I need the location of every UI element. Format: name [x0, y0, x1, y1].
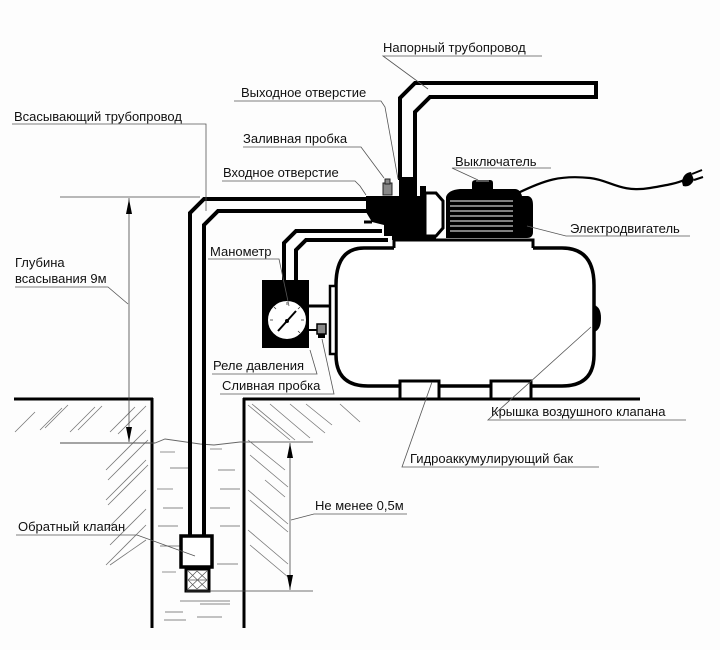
plug-body-icon — [682, 172, 694, 187]
label-suction-depth-line1: Глубина — [15, 255, 65, 270]
motor-cooling-fins — [450, 200, 513, 232]
label-check-valve: Обратный клапан — [18, 519, 125, 534]
strainer-mesh — [187, 570, 208, 590]
leader-pressure-pipe — [381, 55, 542, 90]
arrow-up-icon — [287, 443, 293, 458]
leader-air-valve — [486, 326, 686, 421]
manometer — [266, 299, 308, 341]
tank-side-flange — [328, 284, 338, 356]
drain-plug-body — [316, 323, 327, 335]
label-drain-plug: Сливная пробка — [222, 378, 321, 393]
label-pressure-relay: Реле давления — [213, 358, 304, 373]
leader-lines — [12, 55, 690, 557]
water-in-well — [60, 438, 313, 621]
plug-pin-icon — [693, 176, 704, 181]
water-surface-line — [60, 438, 313, 446]
arrow-down-icon — [126, 427, 132, 442]
leader-suction-pipe — [12, 123, 207, 211]
label-switch: Выключатель — [455, 154, 537, 169]
suction-pipe — [188, 197, 372, 535]
leader-drain-plug — [220, 338, 335, 395]
tank-body — [334, 246, 596, 388]
label-min-depth: Не менее 0,5м — [315, 498, 404, 513]
leader-outlet — [234, 100, 399, 180]
power-switch — [472, 180, 493, 190]
manometer-pipe-inner — [294, 238, 388, 282]
label-air-valve-cover: Крышка воздушного клапана — [491, 404, 666, 419]
plug-pin-icon — [691, 169, 703, 175]
min-depth-dimension — [186, 443, 313, 592]
leader-switch — [451, 167, 551, 181]
air-valve-cover — [594, 305, 601, 332]
leader-motor — [526, 225, 690, 237]
filler-plug — [382, 182, 393, 196]
leader-inlet — [222, 180, 367, 196]
labels: Напорный трубопровод Выходное отверстие … — [14, 40, 680, 534]
leader-filler-plug — [243, 146, 385, 179]
power-cord-wire — [517, 176, 685, 194]
leader-suction-depth — [15, 286, 129, 305]
label-suction-pipe: Всасывающий трубопровод — [14, 109, 182, 124]
label-outlet: Выходное отверстие — [241, 85, 366, 100]
arrow-down-icon — [287, 575, 293, 590]
label-manometer: Манометр — [210, 244, 272, 259]
soil-hatching-right — [247, 403, 361, 578]
manometer-pivot — [285, 319, 289, 323]
leader-tank — [401, 381, 599, 468]
soil-hatching-left — [14, 404, 149, 566]
tank-foot-right — [489, 379, 533, 401]
label-suction-depth-line2: всасывания 9м — [15, 271, 107, 286]
ground — [14, 397, 640, 628]
drain-plug — [316, 323, 327, 338]
accumulator-tank — [328, 246, 601, 401]
pump — [366, 178, 445, 240]
suction-pipe-inner-wall — [202, 209, 372, 535]
label-accumulator-tank: Гидроаккумулирующий бак — [410, 451, 573, 466]
pressure-pipe-outlet-collar — [399, 177, 417, 199]
power-cord — [517, 169, 704, 194]
leader-check-valve — [16, 534, 196, 557]
drain-plug-tip — [318, 334, 325, 338]
electric-motor — [446, 180, 533, 238]
suction-pipe-outer-wall — [188, 197, 368, 535]
leader-pressure-relay — [212, 349, 318, 375]
tank-foot-left — [398, 379, 441, 401]
manometer-ticks — [270, 302, 304, 334]
leader-min-depth — [290, 513, 407, 521]
manometer-pipe-outer — [282, 229, 382, 282]
check-valve-body — [179, 534, 214, 569]
label-inlet: Входное отверстие — [223, 165, 339, 180]
label-filler-plug: Заливная пробка — [243, 131, 348, 146]
label-motor: Электродвигатель — [570, 221, 680, 236]
pump-body — [366, 186, 436, 240]
suction-depth-dimension — [60, 196, 200, 444]
pressure-pipe-outer-wall — [398, 81, 598, 180]
label-pressure-pipe: Напорный трубопровод — [383, 40, 526, 55]
arrow-up-icon — [126, 199, 132, 214]
check-valve — [179, 534, 214, 593]
leader-manometer — [208, 258, 290, 307]
manometer-pipe — [282, 229, 388, 282]
filler-plug-cap — [384, 178, 391, 185]
pressure-pipe — [398, 81, 598, 199]
pump-motor-coupling — [423, 191, 445, 238]
